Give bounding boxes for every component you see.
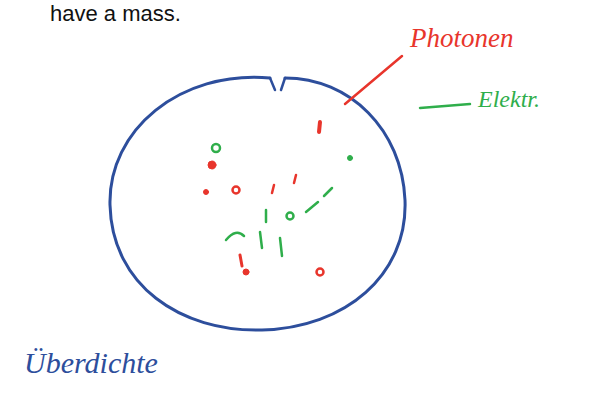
electron-dash (265, 210, 268, 222)
photon-marks (204, 56, 403, 276)
electron-dot (212, 144, 220, 152)
photon-leader (345, 56, 402, 104)
photon-dot (233, 187, 240, 194)
electron-dash (306, 202, 318, 212)
text-fragment: have a mass. (50, 2, 181, 26)
electron-dash (324, 188, 332, 196)
photon-dot (243, 269, 249, 275)
photon-dot (204, 190, 209, 195)
photon-dot (317, 269, 324, 276)
electron-label: Elektr. (478, 86, 540, 112)
photon-label: Photonen (410, 24, 513, 54)
photon-dash (294, 175, 296, 183)
electron-marks (212, 104, 470, 256)
region-notch (270, 78, 285, 90)
photon-dot (208, 161, 216, 169)
electron-dash (260, 232, 262, 248)
electron-dash (226, 233, 244, 240)
electron-dot (287, 213, 294, 220)
photon-dash (272, 185, 274, 193)
electron-dash (280, 238, 282, 256)
region-label: Überdichte (24, 346, 158, 379)
photon-dash (240, 255, 242, 266)
region-outline (110, 77, 405, 330)
electron-dot (348, 156, 353, 161)
electron-leader (420, 104, 470, 108)
photon-dash (319, 122, 320, 132)
